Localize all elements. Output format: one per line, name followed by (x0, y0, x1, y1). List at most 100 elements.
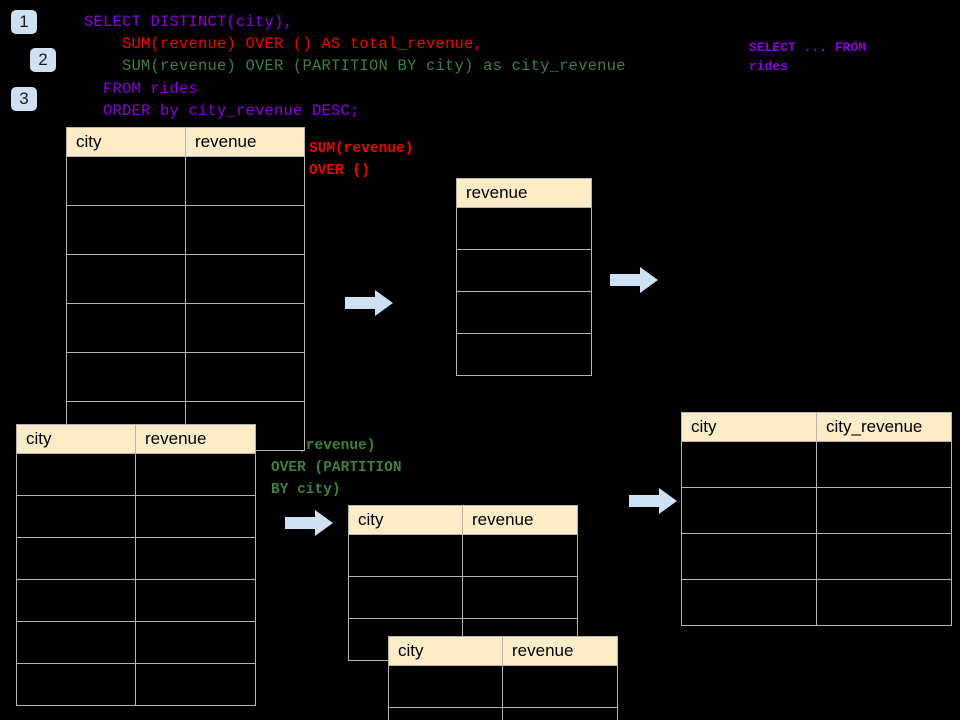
table-cell (185, 156, 305, 206)
table-header-row: city revenue (16, 424, 256, 454)
table-cell (681, 487, 817, 534)
table-row (66, 303, 305, 353)
table-cell (348, 534, 463, 577)
table-header-row: city city_revenue (681, 412, 952, 442)
table-cell (135, 495, 256, 538)
table-cell (185, 254, 305, 304)
table-cell (456, 333, 592, 376)
table-cell (502, 707, 618, 720)
arrow-right-icon (345, 290, 393, 316)
table-row (16, 453, 256, 496)
table-cell (388, 707, 503, 720)
table-row (16, 495, 256, 538)
arrow-right-icon (285, 510, 333, 536)
step-badge-2: 2 (30, 48, 56, 72)
table-body (66, 156, 305, 451)
table-cell (16, 453, 136, 496)
table-cell (681, 579, 817, 626)
step-badge-3: 3 (11, 87, 37, 111)
table-body (681, 441, 952, 626)
column-header: revenue (135, 424, 256, 454)
sql-line-total-revenue: SUM(revenue) OVER () AS total_revenue, (84, 35, 484, 53)
table-header-row: revenue (456, 178, 592, 208)
sql-line-select: SELECT DISTINCT(city), (84, 13, 294, 31)
column-header: city_revenue (816, 412, 952, 442)
table-cell (185, 205, 305, 255)
table-cell (502, 665, 618, 708)
table-row (388, 665, 618, 708)
table-cell (816, 533, 952, 580)
column-header: city (66, 127, 186, 157)
table-body (388, 665, 618, 720)
sql-line-city-revenue: SUM(revenue) OVER (PARTITION BY city) as… (84, 57, 626, 75)
table-cell (66, 303, 186, 353)
column-header: revenue (456, 178, 592, 208)
arrow-right-icon (629, 488, 677, 514)
table-header-row: city revenue (348, 505, 578, 535)
table-body (456, 207, 592, 376)
table-partition-front: city revenue (388, 636, 618, 720)
table-cell (66, 205, 186, 255)
column-header: city (681, 412, 817, 442)
annotation-select-from-rides: SELECT ... FROM rides (749, 40, 867, 74)
table-cell (816, 579, 952, 626)
table-header-row: city revenue (66, 127, 305, 157)
table-cell (456, 207, 592, 250)
table-cell (388, 665, 503, 708)
table-cell (135, 453, 256, 496)
table-cell (681, 533, 817, 580)
annotation-sum-over-empty: SUM(revenue) OVER () (309, 141, 414, 179)
column-header: revenue (185, 127, 305, 157)
sql-line-from: FROM rides (84, 80, 199, 98)
table-cell (135, 537, 256, 580)
table-row (66, 156, 305, 206)
table-cell (348, 576, 463, 619)
table-cell (135, 621, 256, 664)
table-cell (456, 249, 592, 292)
table-cell (185, 303, 305, 353)
table-total-revenue: revenue (456, 178, 592, 376)
table-row (681, 533, 952, 580)
arrow-right-icon (610, 267, 658, 293)
column-header: revenue (462, 505, 578, 535)
table-cell (816, 441, 952, 488)
table-cell (816, 487, 952, 534)
table-cell (681, 441, 817, 488)
table-cell (16, 495, 136, 538)
table-row (16, 579, 256, 622)
table-row (681, 579, 952, 626)
table-cell (16, 663, 136, 706)
table-row (388, 707, 618, 720)
table-row (66, 352, 305, 402)
table-row (456, 333, 592, 376)
table-row (681, 441, 952, 488)
table-cell (16, 579, 136, 622)
table-row (66, 205, 305, 255)
table-cell (462, 576, 578, 619)
column-header: city (388, 636, 503, 666)
table-cell (66, 254, 186, 304)
column-header: city (348, 505, 463, 535)
table-cell (456, 291, 592, 334)
table-cell (135, 579, 256, 622)
table-cell (66, 352, 186, 402)
table-source-top: city revenue (66, 127, 305, 451)
table-row (681, 487, 952, 534)
table-cell (66, 156, 186, 206)
table-row (456, 249, 592, 292)
column-header: city (16, 424, 136, 454)
table-cell (462, 534, 578, 577)
step-badge-1: 1 (11, 10, 37, 34)
table-header-row: city revenue (388, 636, 618, 666)
table-row (348, 534, 578, 577)
table-row (16, 621, 256, 664)
table-row (456, 291, 592, 334)
table-cell (16, 621, 136, 664)
table-row (16, 537, 256, 580)
table-row (16, 663, 256, 706)
table-result: city city_revenue (681, 412, 952, 626)
table-cell (135, 663, 256, 706)
table-body (16, 453, 256, 706)
table-source-bottom: city revenue (16, 424, 256, 706)
